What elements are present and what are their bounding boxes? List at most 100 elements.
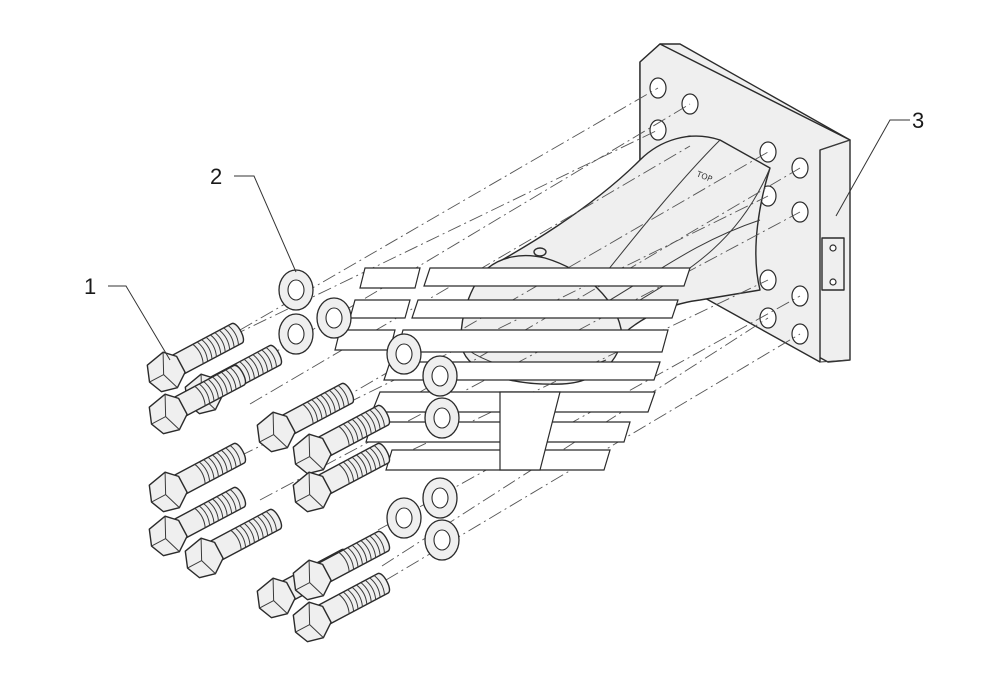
bolt-thread — [210, 334, 222, 355]
bolt-thread — [192, 343, 204, 364]
bolt-thread — [306, 401, 319, 422]
bolt-hex-head — [292, 471, 332, 513]
bolt-thread — [365, 537, 377, 558]
bolt-thread — [360, 414, 372, 435]
bolt-thread — [356, 416, 368, 437]
bolt-thread — [216, 496, 228, 517]
bolt-thread — [338, 463, 350, 484]
callout-2: 2 — [210, 164, 297, 273]
bolt-thread — [302, 403, 314, 424]
bolt-thread — [257, 351, 269, 372]
bolt-hex-head — [292, 433, 332, 475]
bolt-thread — [214, 332, 226, 353]
bolt-thread — [219, 329, 231, 350]
bolt-thread — [257, 515, 269, 536]
bolt-thread — [212, 454, 224, 475]
bolt-thread — [203, 459, 215, 480]
mounting-plate-edge — [819, 139, 851, 363]
bolt-thread — [223, 327, 235, 348]
bolt-thread — [221, 493, 233, 514]
bolt-thread — [365, 411, 377, 432]
plate-tab — [821, 237, 845, 291]
bolt-hex-head — [148, 471, 188, 513]
bolt-thread — [347, 459, 359, 480]
hex-bolt — [256, 382, 355, 453]
bolt-thread — [229, 367, 242, 388]
bolt-hex-edge — [151, 516, 180, 553]
plate-tab-hole — [829, 244, 837, 252]
bolt-thread — [230, 529, 242, 550]
bolt-thread — [333, 387, 345, 408]
bolt-thread — [265, 347, 278, 368]
plate-tab-hole — [829, 278, 837, 286]
bolt-thread — [342, 549, 355, 570]
bolt-thread — [203, 381, 215, 402]
bracket-arm-ridge — [599, 139, 761, 301]
bolt-hex-edge — [259, 578, 288, 615]
bolt-thread — [342, 591, 355, 612]
bolt-thread — [207, 378, 219, 399]
washer — [278, 313, 314, 355]
bolt-thread — [227, 325, 240, 346]
part-1-hex-bolts — [146, 322, 391, 643]
bolt-thread — [360, 540, 372, 561]
bolt-thread — [369, 409, 381, 430]
bolt-thread — [360, 452, 372, 473]
bolt-thread — [324, 392, 336, 413]
bolt-hex-edge — [149, 352, 178, 389]
bolt-thread — [351, 418, 363, 439]
bolt-thread — [205, 336, 217, 357]
bolt-thread — [194, 463, 206, 484]
bolt-thread — [373, 533, 386, 554]
bolt-thread — [252, 354, 264, 375]
bolt-thread — [351, 544, 363, 565]
washer — [316, 297, 352, 339]
callout-3-number: 3 — [912, 108, 924, 133]
bolt-thread — [212, 498, 224, 519]
bolt-hex-edge — [295, 472, 324, 509]
bolt-thread — [356, 584, 368, 605]
washer — [386, 333, 422, 375]
bolt-thread — [347, 421, 359, 442]
hex-bolt — [148, 364, 247, 435]
bolt-thread — [320, 394, 332, 415]
callout-1-number: 1 — [84, 274, 96, 299]
bolt-thread — [225, 447, 237, 468]
bolt-thread — [207, 456, 219, 477]
hex-bolt — [148, 486, 247, 557]
callout-2-number: 2 — [210, 164, 222, 189]
bolt-hex-edge — [187, 538, 216, 575]
bolt-thread — [196, 341, 209, 362]
bolt-thread — [216, 452, 228, 473]
bolt-thread — [248, 356, 260, 377]
bolt-thread — [212, 376, 224, 397]
bolt-thread — [234, 527, 247, 548]
washer — [424, 519, 460, 561]
bolt-thread — [365, 579, 377, 600]
grease-nipple — [533, 247, 547, 257]
bolt-thread — [194, 507, 206, 528]
bolt-thread — [243, 358, 255, 379]
bolt-thread — [365, 449, 377, 470]
bolt-thread — [229, 489, 242, 510]
bolt-thread — [329, 389, 341, 410]
bolt-thread — [198, 461, 211, 482]
hex-bolt — [292, 404, 391, 475]
bolt-thread — [351, 456, 363, 477]
bolt-thread — [225, 491, 237, 512]
bolt-thread — [338, 425, 350, 446]
bolt-thread — [311, 399, 323, 420]
bolt-hex-edge — [295, 560, 324, 597]
bolt-thread — [342, 423, 355, 444]
bolt-hex-head — [184, 537, 224, 579]
bolt-thread — [342, 461, 355, 482]
bolt-thread — [239, 361, 251, 382]
bolt-thread — [373, 575, 386, 596]
bolt-thread — [315, 396, 327, 417]
washer — [424, 397, 460, 439]
hex-bolt — [292, 572, 391, 643]
bolt-thread — [203, 503, 215, 524]
callout-3: 3 — [835, 108, 924, 217]
bolt-hex-edge — [295, 434, 324, 471]
callout-1: 1 — [84, 274, 171, 361]
